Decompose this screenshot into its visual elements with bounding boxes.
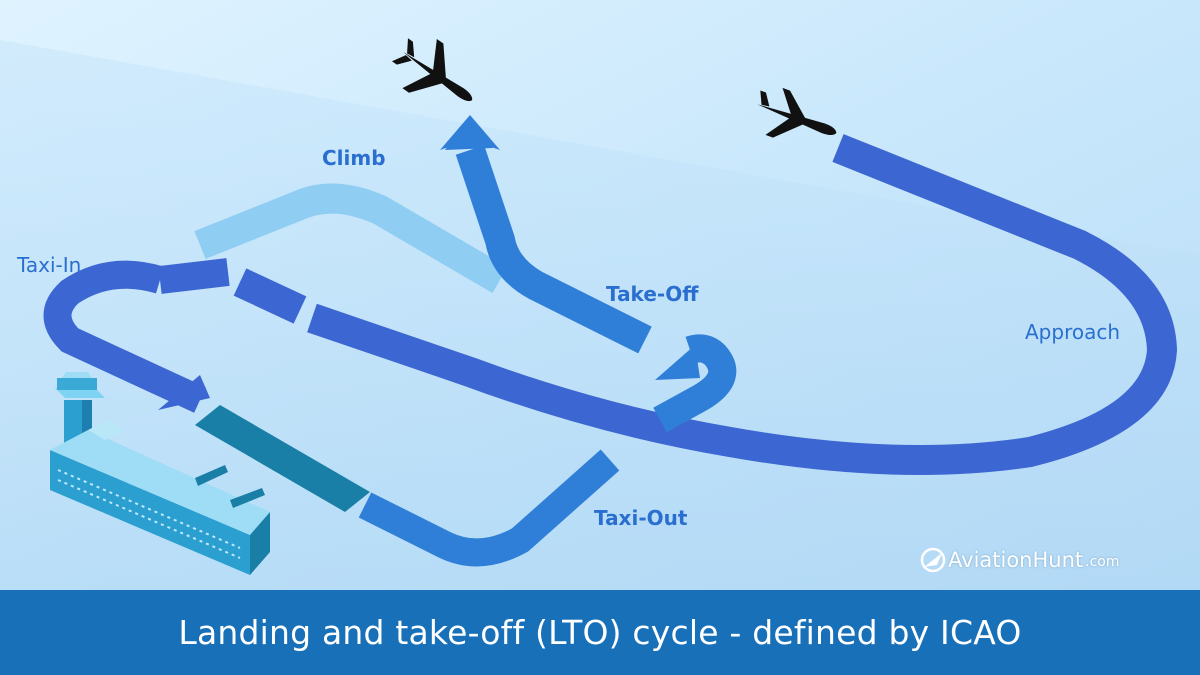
taxi-out-arrowhead — [655, 345, 700, 380]
label-taxi-in: Taxi-In — [17, 253, 82, 277]
brand-name: AviationHunt — [948, 548, 1084, 572]
lto-diagram: Climb Taxi-In Take-Off Approach Taxi-Out… — [0, 0, 1200, 590]
airplane-icon — [391, 38, 473, 102]
label-climb: Climb — [322, 146, 386, 170]
brand-watermark: AviationHunt .com — [918, 545, 1120, 575]
label-approach: Approach — [1025, 320, 1121, 344]
approach-path — [307, 134, 1178, 475]
brand-domain: .com — [1085, 554, 1120, 570]
brand-logo-icon — [920, 547, 946, 573]
taxi-in-arrowhead — [158, 375, 210, 410]
terminal-building-icon — [50, 420, 270, 575]
runway-segment — [195, 405, 370, 512]
climb-path — [194, 183, 508, 293]
taxi-out-path — [358, 449, 620, 567]
label-taxi-out: Taxi-Out — [594, 506, 688, 530]
label-take-off: Take-Off — [606, 282, 699, 306]
take-off-path — [455, 145, 652, 354]
lto-diagram-canvas — [0, 0, 1200, 590]
airplane-icon — [757, 87, 837, 138]
control-tower-icon — [55, 372, 105, 445]
caption-bar: Landing and take-off (LTO) cycle - defin… — [0, 590, 1200, 675]
caption-text: Landing and take-off (LTO) cycle - defin… — [178, 613, 1022, 652]
taxi-in-path — [43, 260, 206, 413]
